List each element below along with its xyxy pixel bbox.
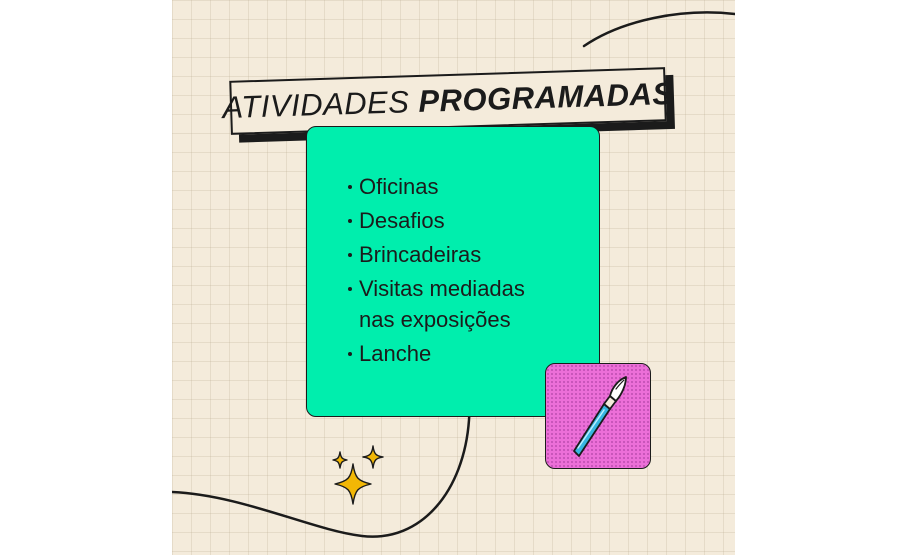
list-item-text: Visitas mediadas bbox=[359, 276, 525, 301]
list-item: Lanche bbox=[347, 337, 525, 371]
sparkles-icon bbox=[332, 445, 384, 505]
poster: ATIVIDADES PROGRAMADAS Oficinas Desafios… bbox=[172, 0, 735, 555]
list-item: Visitas mediadas nas exposições bbox=[347, 272, 525, 337]
list-item-text: Desafios bbox=[359, 208, 445, 233]
list-item-text: Lanche bbox=[359, 341, 432, 366]
list-item: Brincadeiras bbox=[347, 238, 525, 272]
title-light-word: ATIVIDADES bbox=[221, 84, 410, 126]
top-right-curve bbox=[582, 11, 735, 48]
title-bold-word: PROGRAMADAS bbox=[417, 75, 675, 119]
list-item-text-continued: nas exposições bbox=[359, 307, 511, 332]
brush-tile bbox=[545, 363, 651, 469]
list-item-text: Brincadeiras bbox=[359, 242, 482, 267]
list-item-text: Oficinas bbox=[359, 174, 439, 199]
paintbrush-icon bbox=[573, 376, 627, 457]
list-item: Oficinas bbox=[347, 170, 525, 204]
activities-list: Oficinas Desafios Brincadeiras Visitas m… bbox=[347, 170, 525, 371]
activities-card: Oficinas Desafios Brincadeiras Visitas m… bbox=[306, 126, 600, 417]
list-item: Desafios bbox=[347, 204, 525, 238]
